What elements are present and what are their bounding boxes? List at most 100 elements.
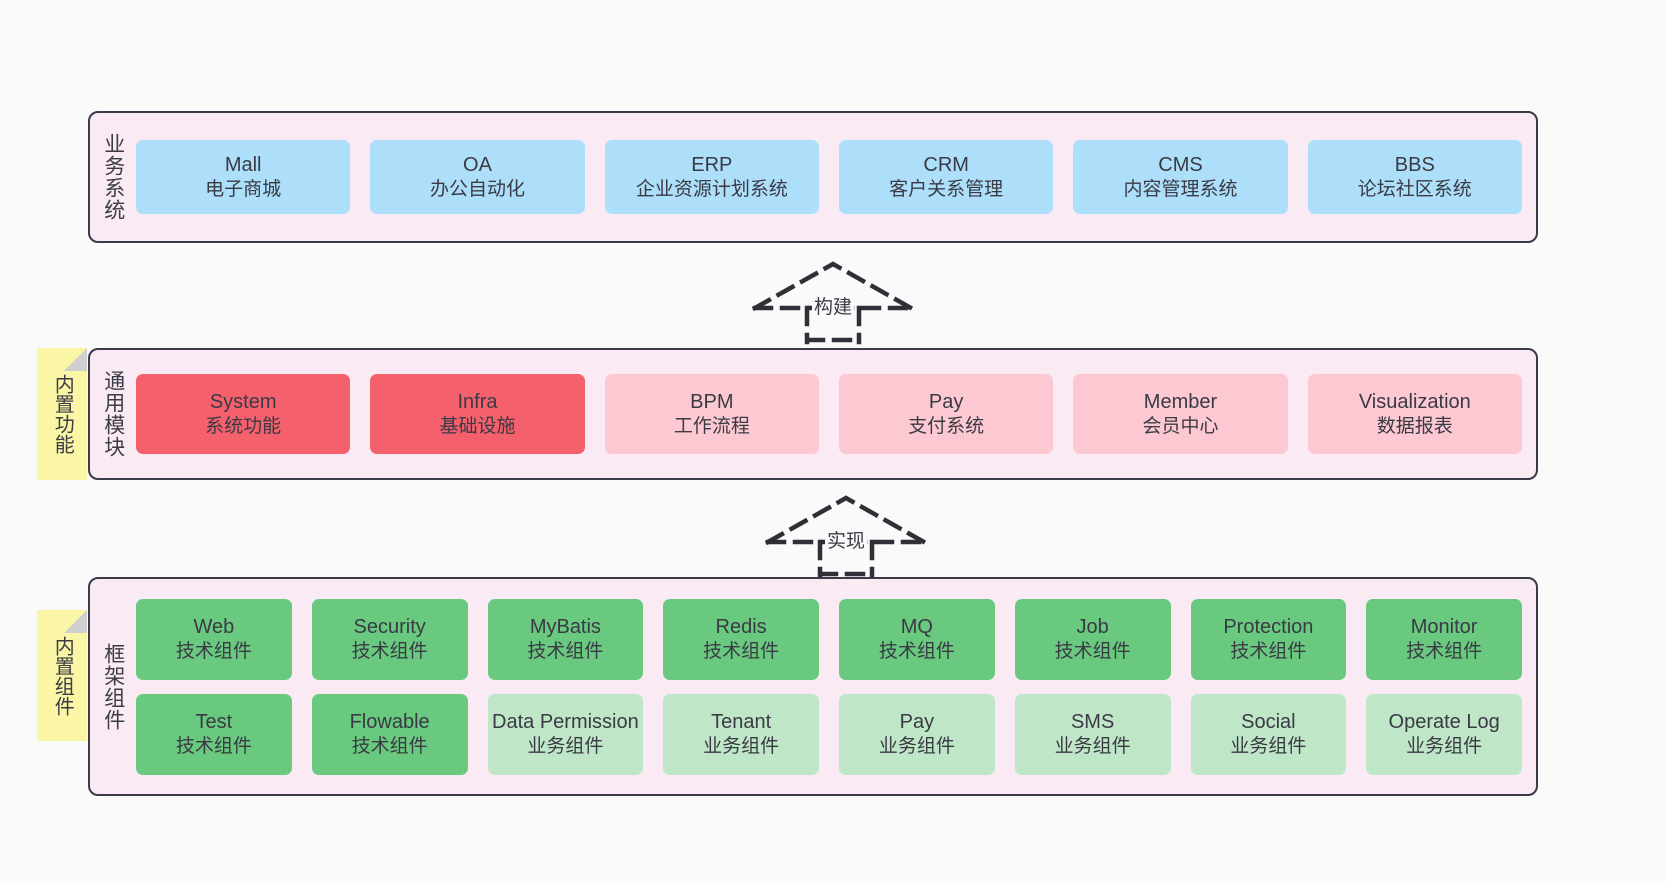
card-title: Pay [928, 391, 964, 414]
card-pay-component[interactable]: Pay 业务组件 [839, 693, 995, 775]
card-title: Protection [1223, 616, 1314, 639]
layer-title-business: 业务系统 [101, 133, 125, 221]
card-title: CMS [1158, 154, 1203, 177]
card-subtitle: 内容管理系统 [1123, 178, 1238, 200]
card-job[interactable]: Job 技术组件 [1014, 598, 1171, 680]
card-subtitle: 技术组件 [351, 735, 428, 757]
card-title: Job [1076, 616, 1109, 639]
connector-label: 构建 [811, 292, 855, 319]
sticky-note-builtin-features: 内置功能 [37, 348, 87, 480]
card-social[interactable]: Social 业务组件 [1190, 693, 1347, 775]
card-subtitle: 业务组件 [703, 735, 780, 757]
card-row: System 系统功能 Infra 基础设施 BPM 工作流程 Pay 支付系统… [136, 374, 1522, 454]
layer-title-modules: 通用模块 [101, 370, 125, 458]
card-subtitle: 技术组件 [351, 640, 428, 662]
card-title: BPM [690, 391, 734, 414]
layer-title-framework: 框架组件 [101, 642, 125, 731]
card-title: MyBatis [529, 616, 601, 639]
card-subtitle: 技术组件 [527, 640, 604, 662]
card-subtitle: 论坛社区系统 [1357, 178, 1472, 200]
card-subtitle: 系统功能 [205, 415, 282, 437]
card-title: OA [463, 154, 492, 177]
card-subtitle: 电子商城 [205, 178, 282, 200]
connector-implement: 实现 [758, 492, 934, 579]
card-cms[interactable]: CMS 内容管理系统 [1073, 140, 1288, 214]
card-subtitle: 技术组件 [703, 640, 780, 662]
card-oa[interactable]: OA 办公自动化 [370, 140, 585, 214]
card-flowable[interactable]: Flowable 技术组件 [311, 693, 468, 775]
card-bbs[interactable]: BBS 论坛社区系统 [1307, 140, 1522, 214]
card-title: Mall [224, 154, 262, 177]
card-monitor[interactable]: Monitor 技术组件 [1366, 598, 1522, 680]
card-title: Visualization [1358, 391, 1471, 414]
layer-body-business: Mall 电子商城 OA 办公自动化 ERP 企业资源计划系统 CRM 客户关系… [136, 113, 1536, 241]
card-sms[interactable]: SMS 业务组件 [1014, 693, 1171, 775]
card-mq[interactable]: MQ 技术组件 [839, 598, 995, 680]
card-subtitle: 技术组件 [1054, 640, 1131, 662]
card-member[interactable]: Member 会员中心 [1073, 374, 1288, 454]
card-web[interactable]: Web 技术组件 [136, 598, 292, 680]
card-operate-log[interactable]: Operate Log 业务组件 [1366, 693, 1522, 775]
card-subtitle: 业务组件 [1406, 735, 1483, 757]
card-mall[interactable]: Mall 电子商城 [136, 140, 351, 214]
card-title: Pay [899, 711, 935, 734]
card-data-permission[interactable]: Data Permission 业务组件 [487, 693, 644, 775]
card-title: Infra [457, 391, 498, 414]
card-crm[interactable]: CRM 客户关系管理 [838, 140, 1054, 214]
card-visualization[interactable]: Visualization 数据报表 [1307, 374, 1522, 454]
card-subtitle: 业务组件 [878, 735, 955, 757]
card-title: System [209, 391, 277, 414]
card-bpm[interactable]: BPM 工作流程 [604, 374, 819, 454]
card-row: Mall 电子商城 OA 办公自动化 ERP 企业资源计划系统 CRM 客户关系… [136, 140, 1522, 214]
card-title: BBS [1394, 154, 1435, 177]
connector-label: 实现 [824, 526, 868, 553]
layer-business-systems: 业务系统 Mall 电子商城 OA 办公自动化 ERP 企业资源计划系统 CRM… [88, 111, 1538, 243]
card-mybatis[interactable]: MyBatis 技术组件 [487, 598, 644, 680]
card-subtitle: 技术组件 [1230, 640, 1307, 662]
card-title: SMS [1070, 711, 1115, 734]
card-title: Web [193, 616, 235, 639]
layer-body-framework: Web 技术组件 Security 技术组件 MyBatis 技术组件 Redi… [136, 579, 1536, 794]
card-pay-module[interactable]: Pay 支付系统 [838, 374, 1054, 454]
card-subtitle: 数据报表 [1376, 415, 1453, 437]
card-subtitle: 企业资源计划系统 [635, 178, 788, 200]
card-title: Social [1241, 711, 1296, 734]
layer-common-modules: 通用模块 System 系统功能 Infra 基础设施 BPM 工作流程 Pay… [88, 348, 1538, 480]
generalization-stem [817, 539, 875, 579]
card-title: Redis [715, 616, 767, 639]
card-title: CRM [923, 154, 969, 177]
card-subtitle: 工作流程 [673, 415, 750, 437]
card-subtitle: 技术组件 [175, 640, 252, 662]
generalization-arrowhead [751, 261, 915, 312]
card-redis[interactable]: Redis 技术组件 [663, 598, 819, 680]
card-test[interactable]: Test 技术组件 [136, 693, 292, 775]
generalization-stem [804, 305, 862, 345]
card-erp[interactable]: ERP 企业资源计划系统 [604, 140, 819, 214]
card-title: Security [353, 616, 426, 639]
card-subtitle: 办公自动化 [429, 178, 525, 200]
card-row: Web 技术组件 Security 技术组件 MyBatis 技术组件 Redi… [136, 598, 1522, 680]
card-subtitle: 业务组件 [1054, 735, 1131, 757]
card-tenant[interactable]: Tenant 业务组件 [663, 693, 819, 775]
card-title: Monitor [1410, 616, 1478, 639]
generalization-arrowhead [764, 495, 928, 546]
card-title: Operate Log [1388, 711, 1500, 734]
card-security[interactable]: Security 技术组件 [311, 598, 468, 680]
sticky-note-builtin-components: 内置组件 [37, 610, 87, 741]
card-system[interactable]: System 系统功能 [136, 374, 351, 454]
card-subtitle: 支付系统 [908, 415, 985, 437]
layer-body-modules: System 系统功能 Infra 基础设施 BPM 工作流程 Pay 支付系统… [136, 350, 1536, 478]
card-protection[interactable]: Protection 技术组件 [1190, 598, 1347, 680]
card-subtitle: 技术组件 [1406, 640, 1483, 662]
connector-build: 构建 [745, 258, 921, 345]
card-infra[interactable]: Infra 基础设施 [370, 374, 585, 454]
card-title: Data Permission [492, 711, 639, 734]
card-title: ERP [691, 154, 733, 177]
card-title: Member [1143, 391, 1218, 414]
card-subtitle: 技术组件 [878, 640, 955, 662]
card-title: Tenant [711, 711, 772, 734]
sticky-label: 内置组件 [51, 635, 74, 716]
card-subtitle: 业务组件 [1230, 735, 1307, 757]
card-subtitle: 基础设施 [439, 415, 516, 437]
